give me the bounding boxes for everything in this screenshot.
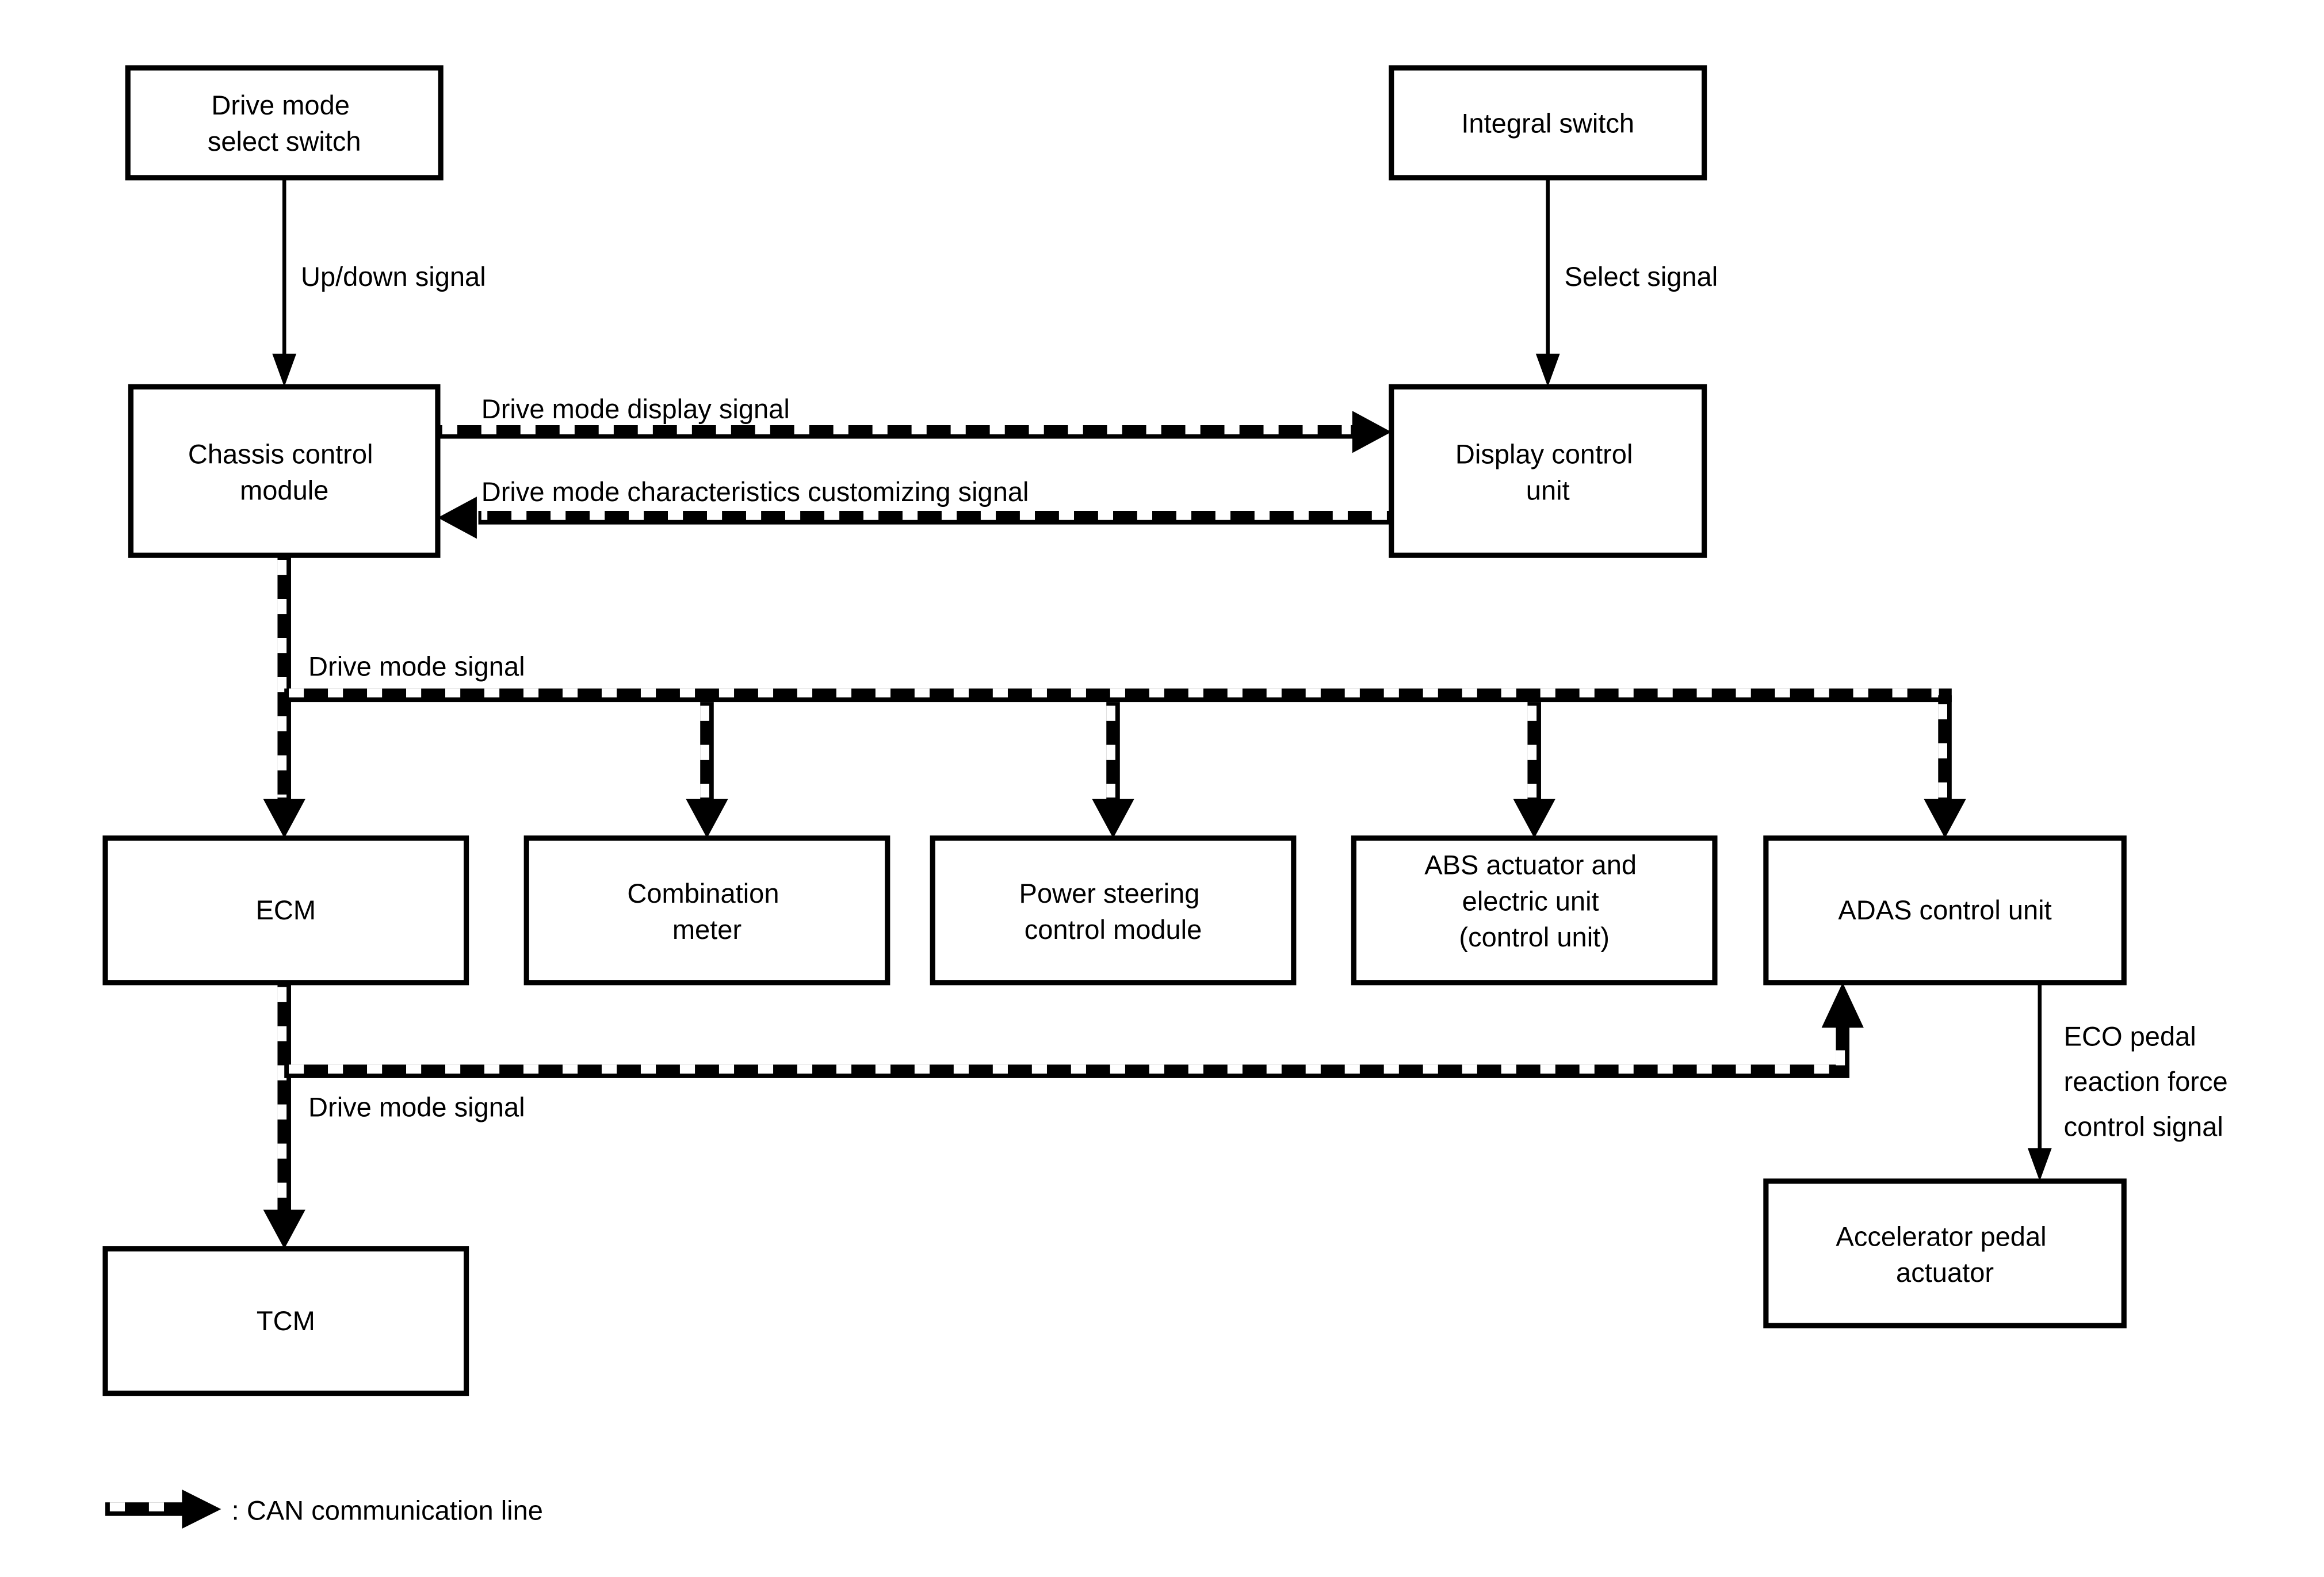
down-arrow-icon	[1513, 799, 1555, 838]
down-arrow-icon	[1535, 353, 1560, 387]
drive-mode-display-signal-label: Drive mode display signal	[481, 394, 790, 424]
down-arrow-icon	[686, 799, 728, 838]
can-line-drive-mode-display: Drive mode display signal	[437, 394, 1392, 453]
ecm-label: ECM	[256, 895, 316, 925]
down-arrow-icon	[1092, 799, 1134, 838]
node-display-control-unit: Display control unit	[1389, 384, 1707, 558]
display-control-unit-box	[1389, 384, 1707, 558]
node-combination-meter: Combination meter	[523, 835, 890, 986]
drive-mode-select-switch-label: Drive mode select switch	[208, 90, 361, 156]
tcm-label: TCM	[257, 1305, 315, 1336]
can-line-ecm-to-tcm	[263, 982, 305, 1249]
node-chassis-control-module: Chassis control module	[128, 384, 441, 558]
power-steering-control-module-label: Power steering control module	[1019, 878, 1207, 945]
accelerator-pedal-actuator-label: Accelerator pedal actuator	[1836, 1221, 2054, 1288]
integral-switch-label: Integral switch	[1461, 108, 1634, 138]
can-line-ecm-to-adas: Drive mode signal	[284, 982, 1864, 1122]
adas-control-unit-label: ADAS control unit	[1838, 895, 2051, 925]
accelerator-pedal-actuator-box	[1763, 1178, 2127, 1328]
right-arrow-icon	[1352, 411, 1392, 453]
node-power-steering-control-module: Power steering control module	[930, 835, 1297, 986]
node-tcm: TCM	[102, 1246, 469, 1396]
node-accelerator-pedal-actuator: Accelerator pedal actuator	[1763, 1178, 2127, 1328]
up-arrow-icon	[1821, 982, 1864, 1028]
can-line-drive-mode-characteristics: Drive mode characteristics customizing s…	[437, 476, 1392, 539]
can-line-chassis-to-ecm	[263, 555, 305, 838]
legend-can-communication-line: : CAN communication line	[105, 1490, 543, 1529]
combination-meter-box	[523, 835, 890, 986]
node-abs-actuator-electric-unit: ABS actuator and electric unit (control …	[1351, 835, 1718, 986]
can-bus-drive-mode-signal: Drive mode signal	[284, 651, 1966, 838]
eco-pedal-signal-label: ECO pedal reaction force control signal	[2064, 1021, 2235, 1142]
drive-mode-signal-bus-label: Drive mode signal	[308, 651, 525, 681]
abs-actuator-electric-unit-label: ABS actuator and electric unit (control …	[1424, 850, 1644, 953]
drive-mode-characteristics-signal-label: Drive mode characteristics customizing s…	[481, 476, 1029, 507]
eco-pedal-signal-arrow: ECO pedal reaction force control signal	[2027, 982, 2235, 1181]
node-drive-mode-select-switch: Drive mode select switch	[125, 65, 444, 181]
node-integral-switch: Integral switch	[1389, 65, 1707, 181]
ecm-box	[102, 835, 469, 986]
integral-switch-box	[1389, 65, 1707, 181]
adas-control-unit-box	[1763, 835, 2127, 986]
down-arrow-icon	[263, 799, 305, 838]
display-control-unit-label: Display control unit	[1455, 439, 1641, 506]
select-signal-arrow: Select signal	[1535, 177, 1718, 387]
chassis-control-module-label: Chassis control module	[188, 439, 381, 506]
down-arrow-icon	[263, 1209, 305, 1249]
node-adas-control-unit: ADAS control unit	[1763, 835, 2127, 986]
node-ecm: ECM	[102, 835, 469, 986]
power-steering-control-module-box	[930, 835, 1297, 986]
left-arrow-icon	[437, 497, 477, 539]
drive-mode-signal-ecm-adas-label: Drive mode signal	[308, 1092, 525, 1122]
down-arrow-icon	[1924, 799, 1966, 838]
chassis-control-module-box	[128, 384, 441, 558]
down-arrow-icon	[272, 353, 297, 387]
combination-meter-label: Combination meter	[627, 878, 786, 945]
right-arrow-icon	[182, 1490, 221, 1529]
drive-mode-select-switch-box	[125, 65, 444, 181]
tcm-box	[102, 1246, 469, 1396]
down-arrow-icon	[2027, 1148, 2052, 1181]
up-down-signal-arrow: Up/down signal	[272, 177, 486, 387]
abs-actuator-electric-unit-box	[1351, 835, 1718, 986]
select-signal-label: Select signal	[1564, 261, 1718, 292]
legend-can-label: : CAN communication line	[232, 1495, 543, 1525]
up-down-signal-label: Up/down signal	[301, 261, 486, 292]
